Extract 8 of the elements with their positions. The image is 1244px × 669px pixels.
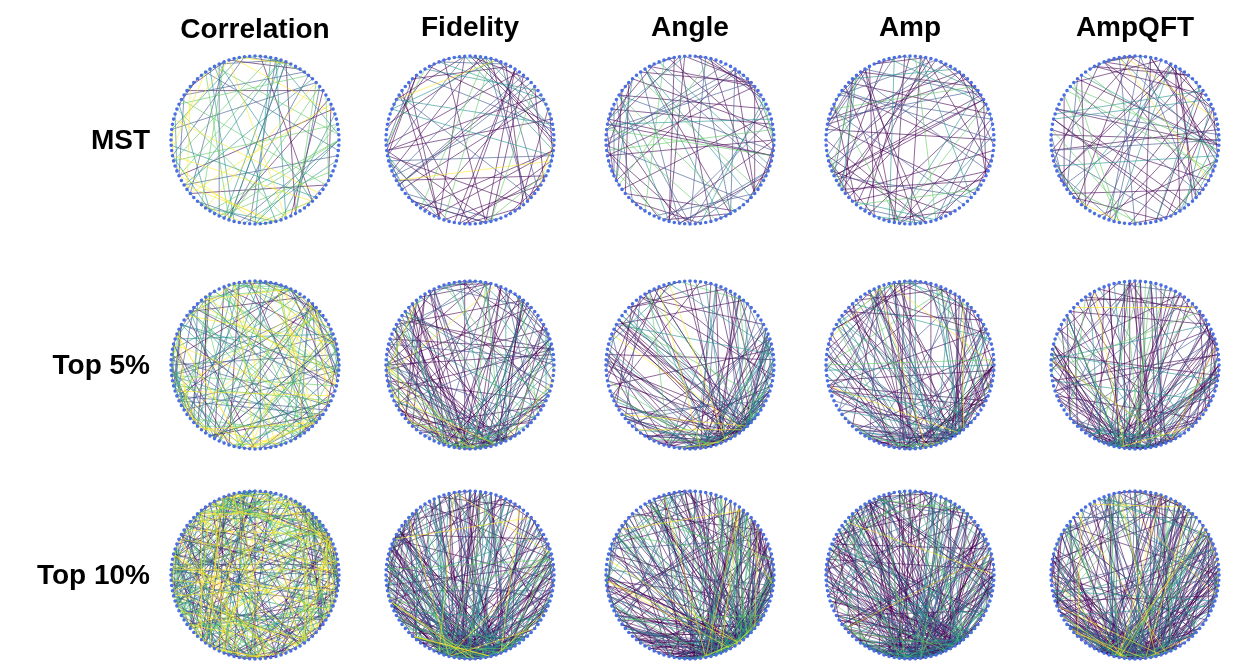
column-header: Amp xyxy=(878,13,942,41)
row-header: Top 5% xyxy=(52,351,150,379)
row-header: Top 10% xyxy=(36,561,150,589)
column-header: Angle xyxy=(651,13,729,41)
column-header: Fidelity xyxy=(421,13,519,41)
column-header: Correlation xyxy=(180,15,330,43)
column-header: AmpQFT xyxy=(1075,13,1195,41)
row-header: MST xyxy=(90,126,150,154)
